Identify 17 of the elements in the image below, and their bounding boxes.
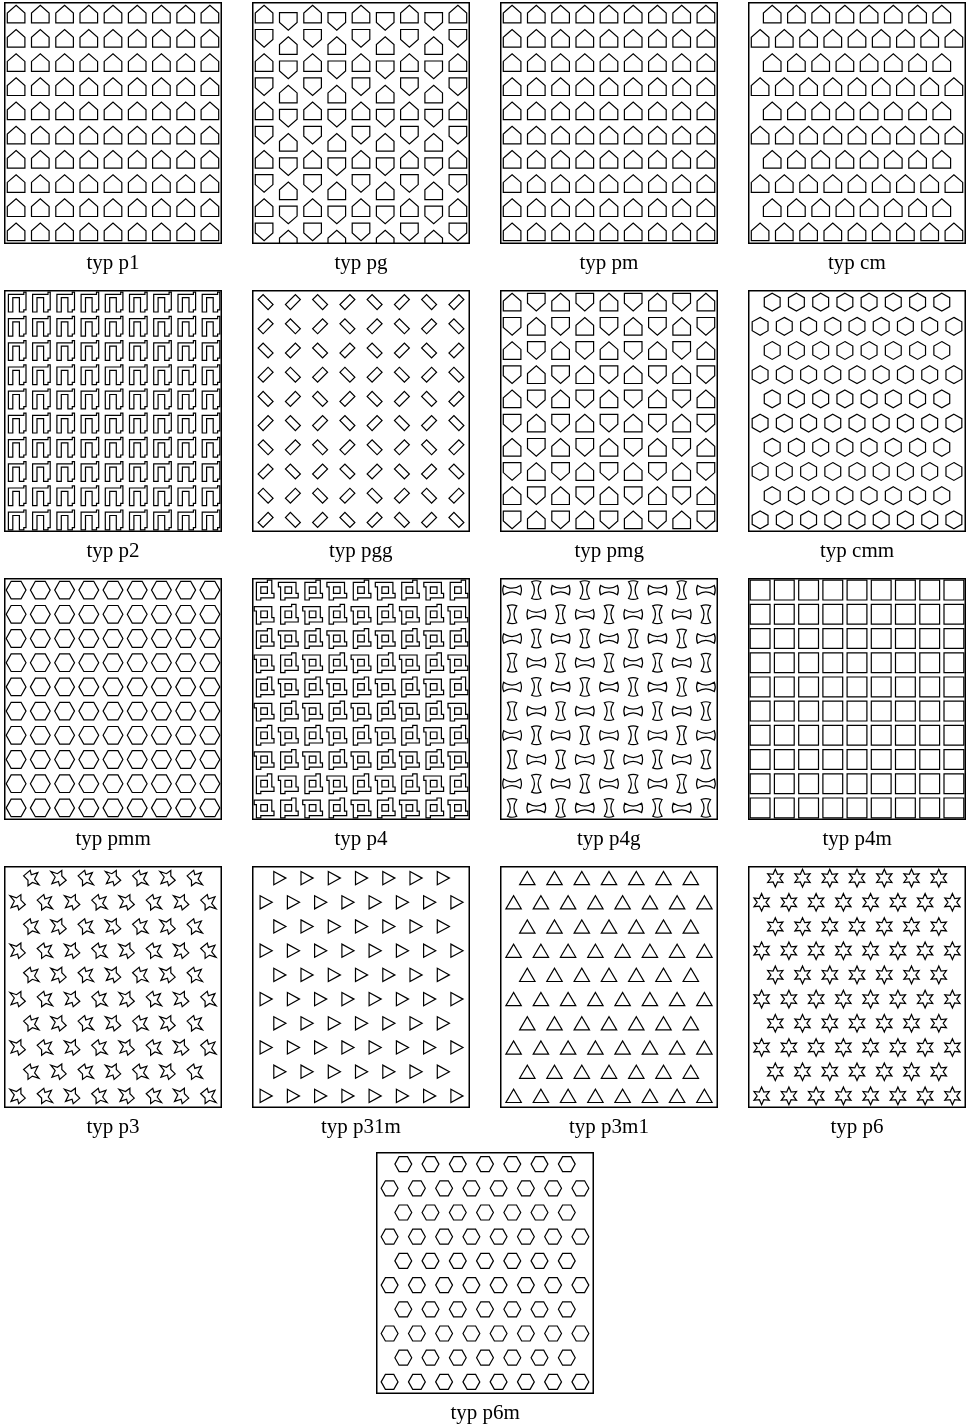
caption: typ p2 bbox=[86, 538, 140, 563]
caption: typ p3 bbox=[86, 1114, 140, 1139]
caption: typ p4g bbox=[577, 826, 641, 851]
caption: typ p31m bbox=[321, 1114, 401, 1139]
caption: typ pmm bbox=[75, 826, 151, 851]
caption: typ p3m1 bbox=[569, 1114, 649, 1139]
caption: typ p4m bbox=[822, 826, 892, 851]
caption: typ p6 bbox=[830, 1114, 884, 1139]
caption: typ p6m bbox=[450, 1400, 520, 1425]
caption: typ pgg bbox=[329, 538, 393, 563]
caption: typ pg bbox=[334, 250, 388, 275]
caption: typ cmm bbox=[820, 538, 895, 563]
caption: typ pm bbox=[579, 250, 639, 275]
caption: typ p1 bbox=[86, 250, 140, 275]
caption: typ cm bbox=[828, 250, 886, 275]
caption: typ pmg bbox=[574, 538, 644, 563]
caption: typ p4 bbox=[334, 826, 388, 851]
